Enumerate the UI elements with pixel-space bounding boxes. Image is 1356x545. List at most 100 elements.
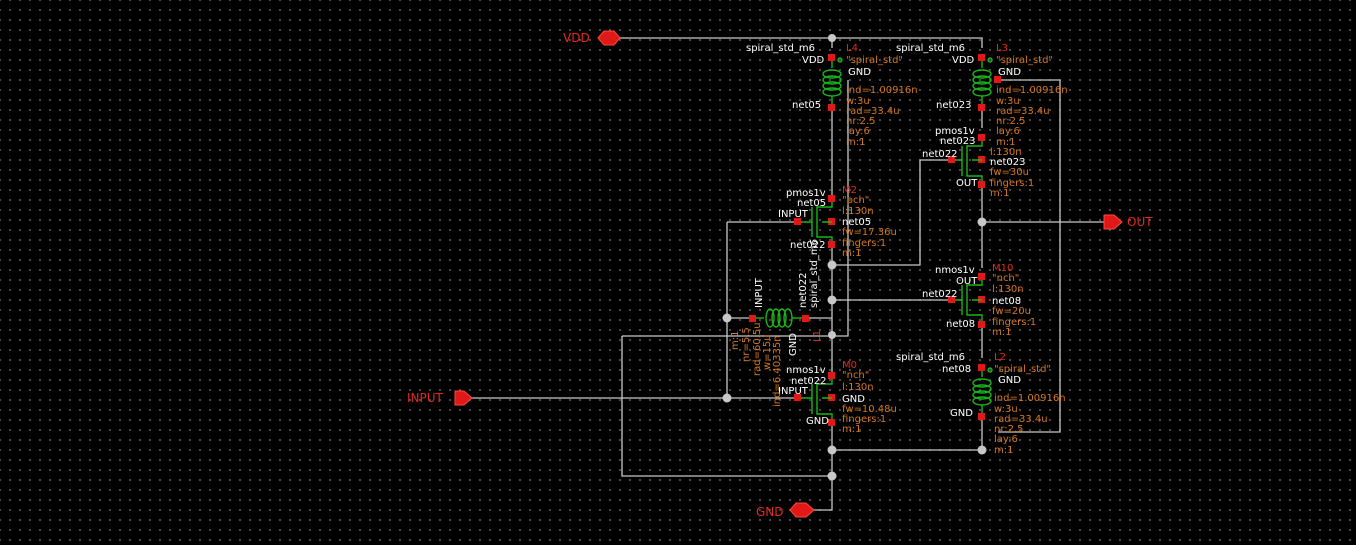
- vdd-port-label: VDD: [563, 31, 590, 45]
- m0-gate: INPUT: [778, 386, 809, 397]
- l4-p5: m:1: [846, 137, 865, 148]
- l2-p1: w:3u: [994, 404, 1018, 415]
- inductor-l4[interactable]: spiral_std_m6 L4 VDD "spiral_std" GND ne…: [746, 43, 918, 148]
- m2-drain: net05: [797, 198, 826, 209]
- m10-p4: m:1: [992, 327, 1011, 338]
- m2-p1: net05: [842, 217, 871, 228]
- l2-t3: GND: [950, 408, 973, 419]
- l2-p2: rad=33.4u: [994, 414, 1048, 425]
- l1-name: L1: [812, 330, 823, 342]
- m10-name: M10: [992, 263, 1013, 274]
- junction-dots: [722, 34, 987, 481]
- l1-p1: w=15u: [762, 334, 773, 370]
- m0-p1: GND: [842, 394, 865, 405]
- m2-cell: "pch": [842, 195, 869, 206]
- l1-right: net022: [798, 273, 809, 309]
- l4-p0: ind=1.00916n: [846, 85, 918, 96]
- l2-model: spiral_std_m6: [896, 352, 965, 363]
- mtop-p4: m:1: [990, 188, 1009, 199]
- l4-p4: lay:6: [846, 126, 870, 137]
- transistor-m0[interactable]: nmos1v M0 net022 "nch" INPUT GND l:130n …: [778, 360, 897, 435]
- mtop-p1: net023: [990, 157, 1026, 168]
- m0-cell: "nch": [842, 370, 869, 381]
- l1-model: spiral_std_m6: [809, 239, 820, 308]
- l4-p1: w:3u: [846, 96, 870, 107]
- inductor-l2[interactable]: spiral_std_m6 L2 net08 "spiral_std" GND …: [896, 352, 1066, 456]
- l4-p3: nr:2.5: [846, 116, 876, 127]
- m2-p0: l:130n: [842, 206, 874, 217]
- l4-t1: VDD: [802, 55, 825, 66]
- mtop-p2: fw=30u: [990, 167, 1029, 178]
- m0-p3: fingers:1: [842, 414, 886, 425]
- l2-t1: net08: [942, 364, 971, 375]
- m10-model: nmos1v: [935, 265, 975, 276]
- l4-p2: rad=33.4u: [846, 106, 900, 117]
- input-port-label: INPUT: [407, 391, 444, 405]
- input-port[interactable]: INPUT: [407, 390, 473, 406]
- l3-p0: ind=1.00916n: [996, 85, 1068, 96]
- out-port-label: OUT: [1127, 215, 1153, 229]
- transistor-m10[interactable]: nmos1v M10 OUT "nch" net022 net08 l:130n…: [922, 263, 1036, 338]
- l3-p1: w:3u: [996, 96, 1020, 107]
- l3-t1: VDD: [952, 55, 975, 66]
- m0-drain: net022: [791, 376, 827, 387]
- m2-p2: fw=17.36u: [842, 227, 897, 238]
- transistor-m2[interactable]: pmos1v M2 net05 "pch" INPUT net022 l:130…: [778, 185, 897, 259]
- m10-gate: net022: [922, 289, 958, 300]
- l1-p0: ind=6.40335n: [772, 335, 783, 407]
- l3-t2: GND: [998, 67, 1021, 78]
- m0-model: nmos1v: [786, 365, 826, 376]
- l2-t2: GND: [998, 375, 1021, 386]
- l3-p4: lay:6: [996, 126, 1020, 137]
- m2-p4: m:1: [842, 248, 861, 259]
- l4-name: L4: [846, 43, 858, 54]
- mtop-p3: fingers:1: [990, 178, 1034, 189]
- mtop-p0: l:130n: [990, 147, 1022, 158]
- m2-name: M2: [842, 185, 857, 196]
- l3-p2: rad=33.4u: [996, 106, 1050, 117]
- m2-source: net022: [790, 240, 826, 251]
- l4-cell: "spiral_std": [846, 55, 903, 66]
- mtop-drain: net023: [940, 136, 976, 147]
- m2-gate: INPUT: [778, 209, 809, 220]
- l1-p2: rad=60.5u: [752, 322, 763, 376]
- l3-cell: "spiral_std": [996, 55, 1053, 66]
- m10-p3: fingers:1: [992, 317, 1036, 328]
- m10-source: net08: [946, 319, 975, 330]
- l3-p5: m:1: [996, 137, 1015, 148]
- m0-source: GND: [806, 416, 829, 427]
- m10-p1: net08: [992, 296, 1021, 307]
- m2-model: pmos1v: [786, 188, 826, 199]
- m2-p3: fingers:1: [842, 238, 886, 249]
- l3-model: spiral_std_m6: [896, 43, 965, 54]
- m0-p4: m:1: [842, 424, 861, 435]
- l4-t2: GND: [848, 67, 871, 78]
- vdd-port[interactable]: VDD: [563, 30, 621, 46]
- m10-cell: "nch": [992, 273, 1019, 284]
- m10-p2: fw=20u: [992, 306, 1031, 317]
- mtop-model: pmos1v: [935, 126, 975, 137]
- inductor-l3[interactable]: spiral_std_m6 L3 VDD "spiral_std" GND ne…: [896, 43, 1068, 148]
- l2-cell: "spiral_std": [994, 364, 1051, 375]
- l1-p4: m:1: [730, 331, 741, 350]
- pmos-top-right[interactable]: pmos1v net023 net022 OUT l:130n net023 f…: [922, 126, 1034, 199]
- mtop-source: OUT: [956, 178, 978, 189]
- gnd-port-label: GND: [756, 505, 784, 519]
- l4-model: spiral_std_m6: [746, 43, 815, 54]
- l2-p3: nr:2.5: [994, 424, 1024, 435]
- l1-left: INPUT: [754, 277, 765, 308]
- m10-drain: OUT: [956, 276, 978, 287]
- inductor-l1[interactable]: INPUT net022 spiral_std_m6 L1 GND ind=6.…: [730, 239, 823, 407]
- m10-p0: l:130n: [992, 284, 1024, 295]
- gnd-port[interactable]: GND: [756, 502, 815, 519]
- out-port[interactable]: OUT: [1103, 214, 1153, 230]
- l3-name: L3: [996, 43, 1008, 54]
- l2-p4: lay:6: [994, 434, 1018, 445]
- l2-p0: ind=1.00916n: [994, 393, 1066, 404]
- l3-net: net023: [936, 100, 972, 111]
- mtop-gate: net022: [922, 149, 958, 160]
- l1-p3: nr=5.5: [741, 327, 752, 362]
- m0-name: M0: [842, 360, 857, 371]
